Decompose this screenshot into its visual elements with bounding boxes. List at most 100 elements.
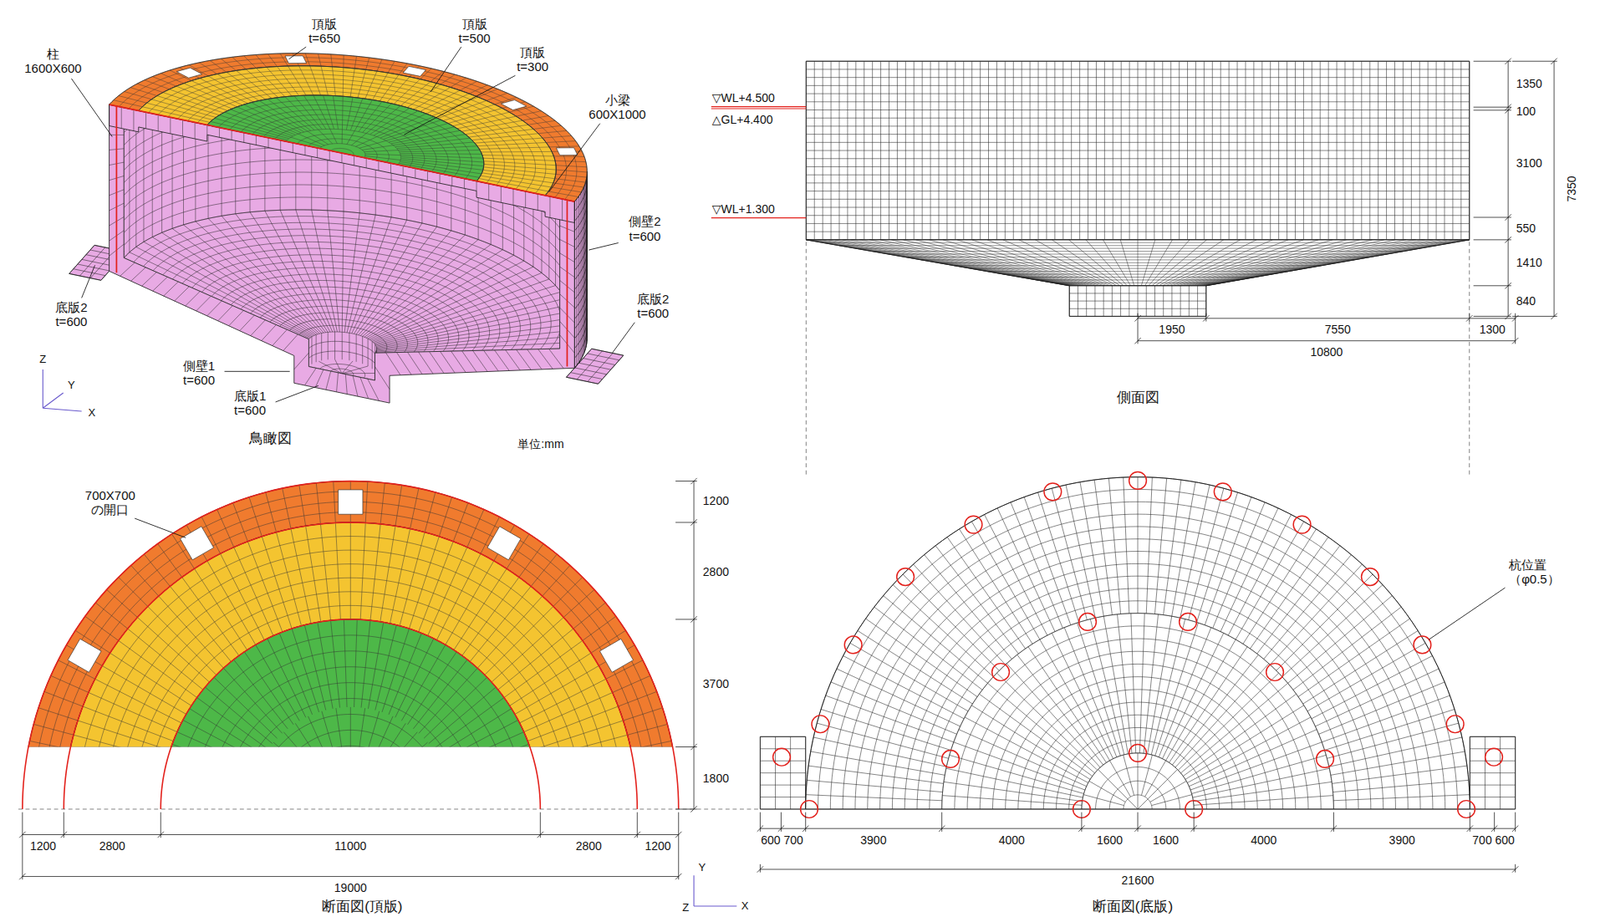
dimension-text: 600 <box>1494 833 1516 847</box>
birdseye-view <box>42 53 624 412</box>
dimension-line <box>757 864 1519 873</box>
pile-circle <box>992 663 1010 682</box>
slab-opening <box>500 100 527 111</box>
dimension-text: 3900 <box>859 833 887 847</box>
dimension-text: 100 <box>1515 104 1537 118</box>
pile-circle <box>1079 613 1097 632</box>
dimension-text: 700 <box>782 833 804 847</box>
slab-opening <box>180 526 215 561</box>
dimension-text: 1600 <box>1151 833 1180 847</box>
top-slab-plan <box>19 478 698 880</box>
pile-circle <box>1316 750 1335 769</box>
axis-label: Y <box>697 861 707 874</box>
slab-opening <box>555 147 578 156</box>
mesh-lines <box>574 171 587 368</box>
bottom-slab-plan <box>757 472 1519 873</box>
part-label: 700X700 の開口 <box>81 487 139 517</box>
mesh-lines <box>759 736 806 810</box>
dimension-text: 7550 <box>1324 322 1352 337</box>
unit-note: 単位:mm <box>516 437 565 451</box>
slab-opening <box>402 66 426 77</box>
drawing <box>18 46 1558 907</box>
dimension-text: 1200 <box>702 494 730 508</box>
part-label: 底版2 t=600 <box>628 291 678 322</box>
dimension-text: 4000 <box>1249 833 1278 847</box>
projection-line <box>18 808 760 810</box>
dimension-text: 1200 <box>29 839 57 853</box>
mesh-lines <box>805 477 1471 810</box>
mesh-lines <box>1069 285 1207 317</box>
part-label: 小梁 600X1000 <box>582 92 653 123</box>
dimension-text: 10800 <box>1309 345 1344 359</box>
part-label: 頂版 t=650 <box>302 15 347 46</box>
side-wall-elevation <box>805 61 1469 240</box>
pile-circle <box>1213 483 1232 501</box>
axis-label: Z <box>681 901 690 915</box>
axis-label: X <box>87 407 97 420</box>
mesh-lines <box>1469 736 1515 810</box>
view-title: 鳥瞰図 <box>248 430 293 448</box>
dimension-text: 1950 <box>1157 322 1186 337</box>
part-label: 底版1 t=600 <box>225 388 275 418</box>
pile-circle <box>1179 613 1198 632</box>
part-label: 側壁2 t=600 <box>620 214 669 244</box>
view-title: 側面図 <box>1115 389 1161 407</box>
dimension-text: 1410 <box>1515 255 1544 270</box>
axis-label: X <box>740 899 750 913</box>
top-slab-outer-ring <box>109 53 588 202</box>
slab-opening <box>338 489 363 515</box>
bottom-slab-elevation <box>805 239 1469 286</box>
pile-circle <box>1485 748 1504 766</box>
part-label: 側壁1 t=600 <box>174 357 224 388</box>
column-line <box>109 104 576 367</box>
dimension-text: 3100 <box>1515 156 1544 170</box>
projection-line <box>805 241 1469 478</box>
mesh-lines <box>805 61 1469 240</box>
dimension-text: 1300 <box>1478 322 1507 337</box>
dimension-text: 550 <box>1515 221 1537 235</box>
level-label: ▽WL+4.500 <box>711 91 776 105</box>
dimension-text: 19000 <box>333 881 368 895</box>
pile-circle <box>1446 715 1464 734</box>
pile-circle <box>942 750 960 769</box>
beam-line <box>22 481 679 810</box>
dimension-text: 3700 <box>702 677 730 691</box>
dimension-text: 600 <box>759 833 781 847</box>
dimension-text: 1800 <box>702 771 730 785</box>
dimension-line <box>757 812 1519 832</box>
dimension-line <box>675 478 698 813</box>
slab-opening <box>67 638 102 673</box>
part-label: 頂版 t=300 <box>510 45 556 75</box>
pile-circle <box>1293 515 1311 534</box>
mesh-lines <box>109 53 588 202</box>
slab-opening <box>285 56 307 64</box>
level-label: △GL+4.400 <box>711 112 775 127</box>
part-label: 柱 1600X600 <box>19 46 87 77</box>
dimension-line <box>1512 58 1558 320</box>
view-title: 断面図(頂版) <box>321 898 403 916</box>
dimension-text: 1350 <box>1515 76 1544 91</box>
pile-circle <box>896 568 915 586</box>
axis-line <box>693 875 737 907</box>
pile-circle <box>800 800 819 819</box>
dimension-line <box>1473 58 1512 320</box>
dimension-text: 1600 <box>1095 833 1124 847</box>
pile-circle <box>1129 743 1147 762</box>
pile-circle <box>811 715 830 734</box>
view-title: 断面図(底版) <box>1091 898 1174 916</box>
pit-elevation <box>1069 285 1207 317</box>
pile-circle <box>1361 568 1380 586</box>
side-wall-outer-surface <box>574 171 587 368</box>
pile-circle <box>1413 636 1432 654</box>
dimension-text: 1200 <box>643 839 672 853</box>
top-slab-outer-ring <box>22 481 679 748</box>
dimension-text: 7350 <box>1564 174 1579 203</box>
dimension-text: 2800 <box>575 839 603 853</box>
bottom-slab-flap <box>1469 736 1515 810</box>
note-label: 杭位置 （φ0.5） <box>1508 556 1570 586</box>
water-level-line <box>711 107 807 219</box>
axis-line <box>42 369 82 412</box>
dimension-text: 2800 <box>702 565 730 579</box>
